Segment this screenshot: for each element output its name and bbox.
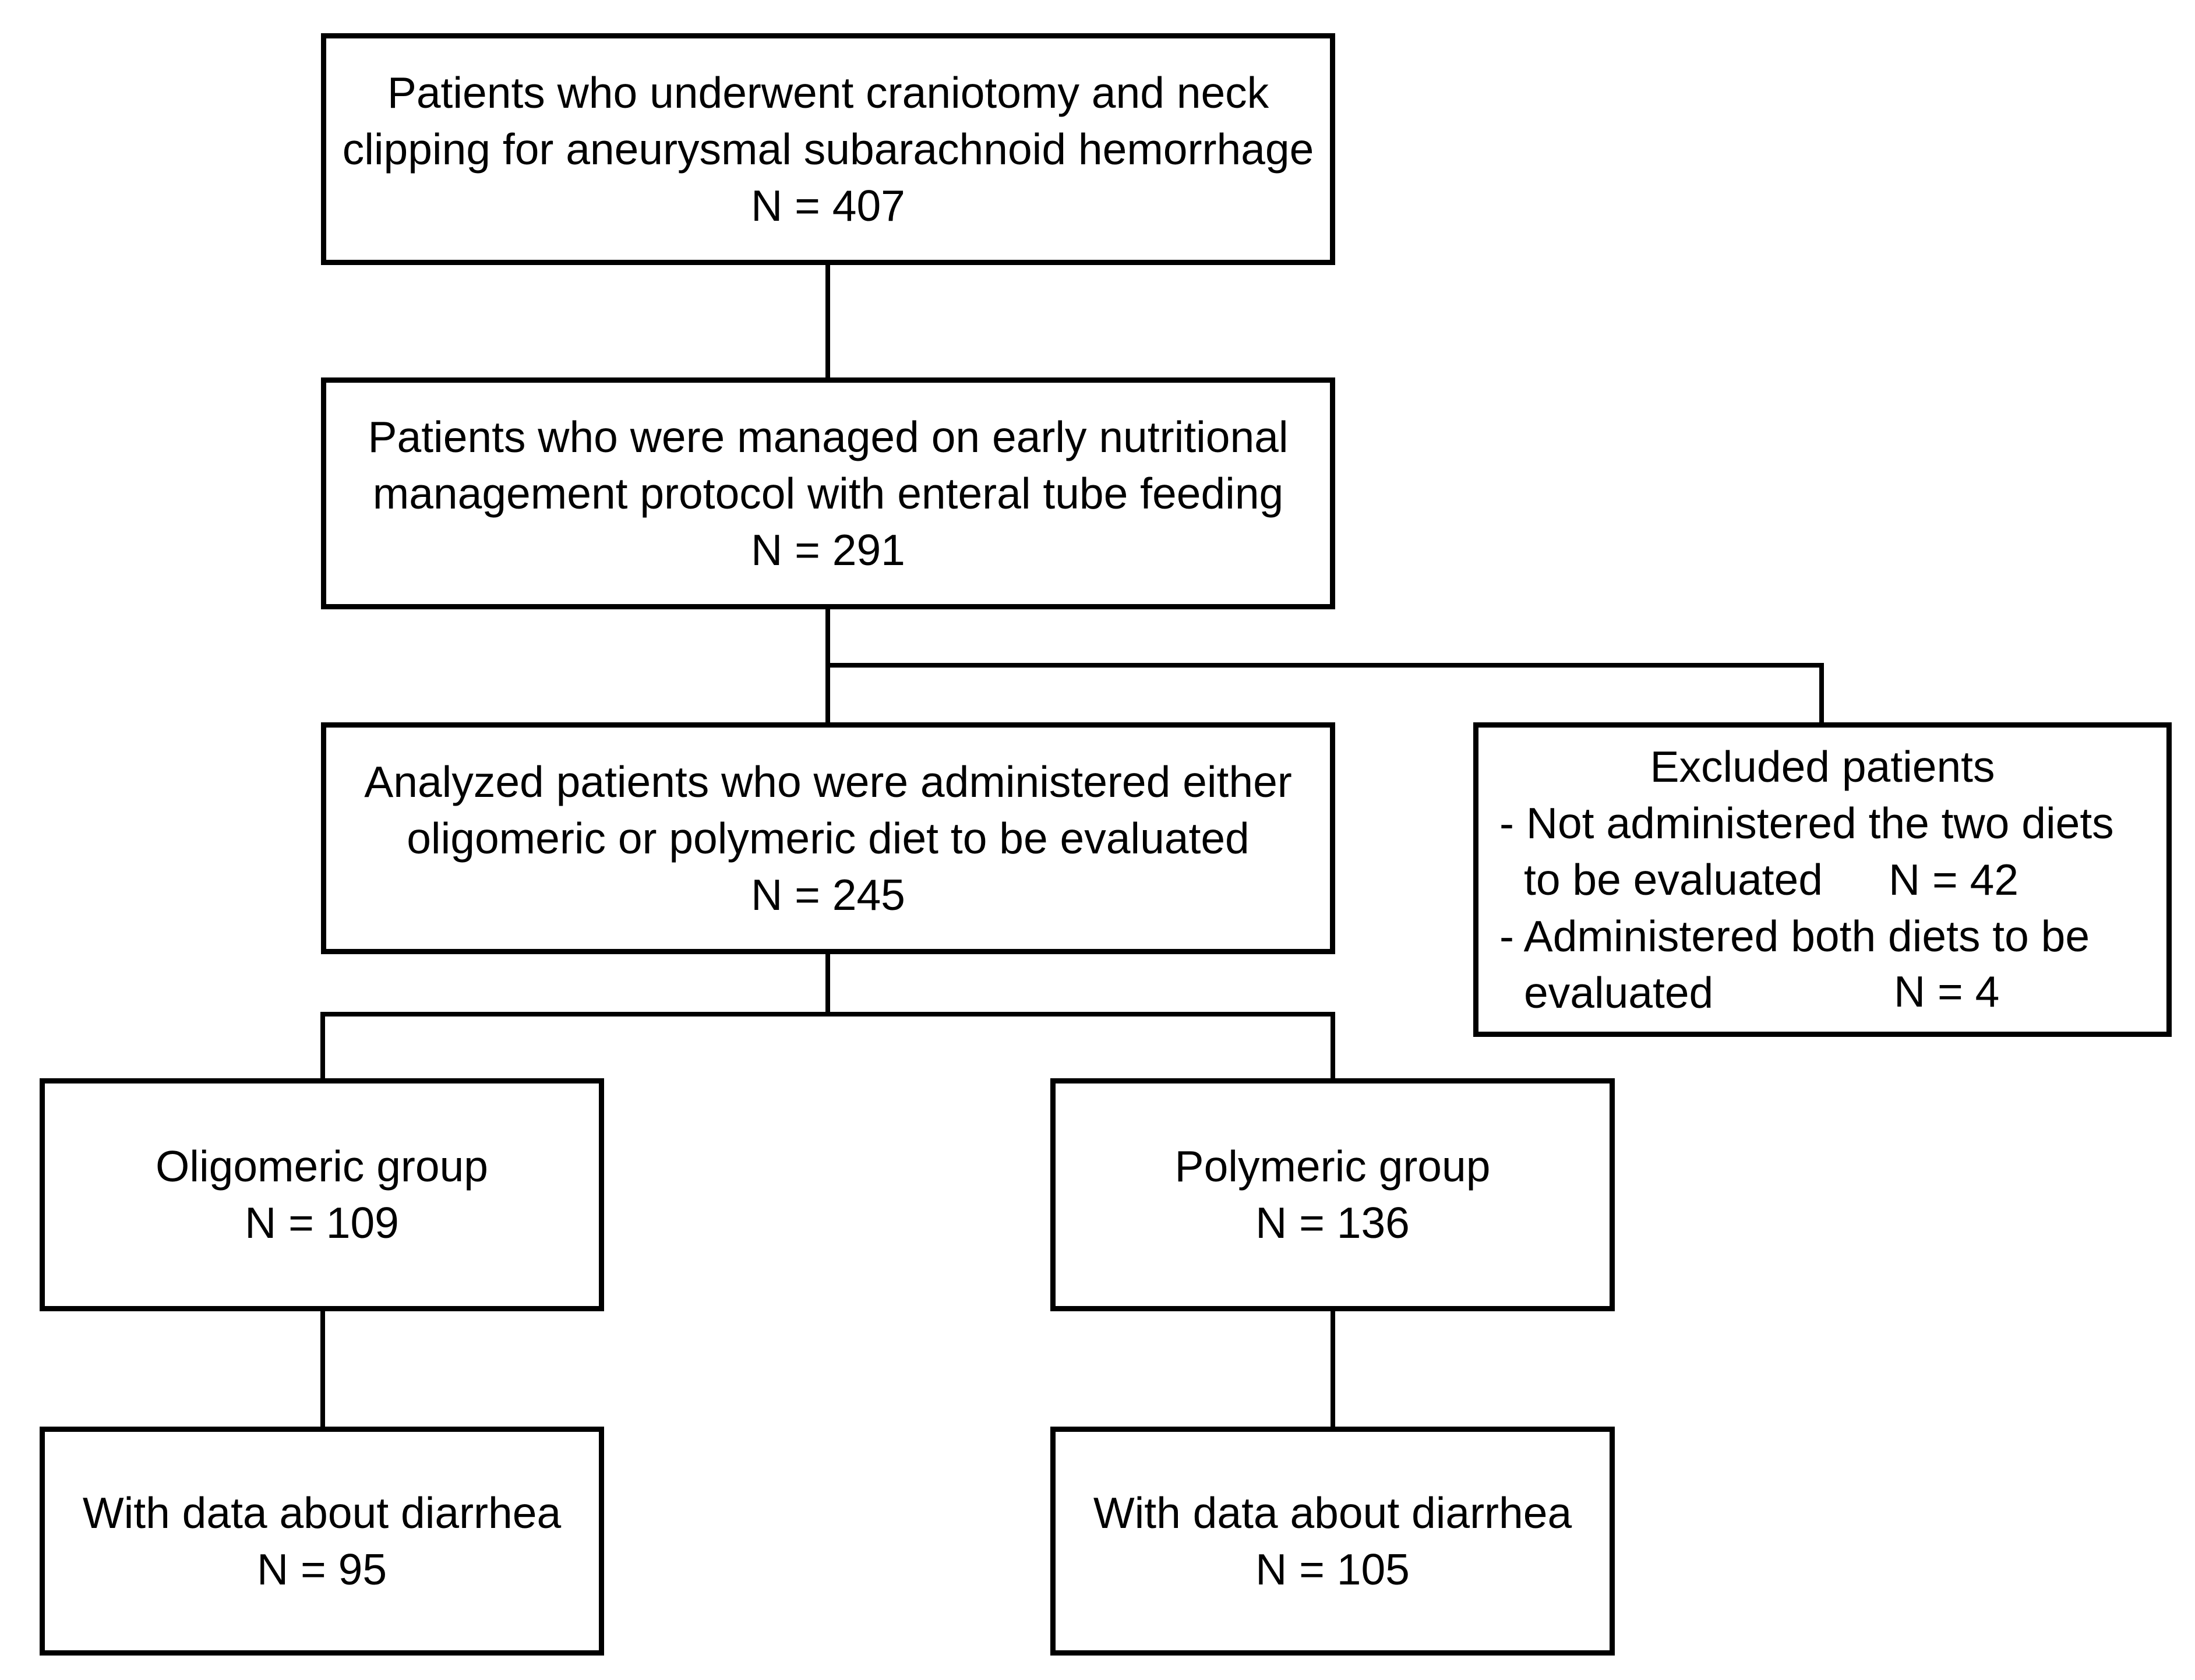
box-text: clipping for aneurysmal subarachnoid hem… xyxy=(342,124,1314,174)
box-oligomeric-group: Oligomeric group N = 109 xyxy=(40,1078,604,1311)
excluded-reason-1: - Not administered the two diets xyxy=(1499,798,2114,848)
box-analyzed-patients: Analyzed patients who were administered … xyxy=(321,722,1335,954)
group-count: N = 136 xyxy=(1255,1198,1410,1247)
excluded-reason-2: - Administered both diets to be xyxy=(1499,911,2090,961)
diarrhea-label: With data about diarrhea xyxy=(82,1488,562,1537)
group-label: Polymeric group xyxy=(1174,1142,1491,1191)
box-text: Patients who were managed on early nutri… xyxy=(368,412,1289,461)
diarrhea-count: N = 95 xyxy=(256,1544,387,1594)
excluded-title: Excluded patients xyxy=(1650,742,1995,791)
group-count: N = 109 xyxy=(245,1198,399,1247)
box-text: management protocol with enteral tube fe… xyxy=(372,468,1284,518)
box-count: N = 245 xyxy=(751,870,905,919)
box-polymeric-group: Polymeric group N = 136 xyxy=(1050,1078,1615,1311)
excluded-reason-2-cont: evaluated xyxy=(1524,968,1714,1017)
group-label: Oligomeric group xyxy=(155,1142,489,1191)
box-oligomeric-diarrhea-data: With data about diarrhea N = 95 xyxy=(40,1427,604,1656)
box-text: Analyzed patients who were administered … xyxy=(364,757,1292,806)
excluded-count-1: N = 42 xyxy=(1889,855,2019,904)
box-nutrition-protocol-patients: Patients who were managed on early nutri… xyxy=(321,377,1335,609)
excluded-count-2: N = 4 xyxy=(1894,967,2000,1016)
box-text: oligomeric or polymeric diet to be evalu… xyxy=(407,813,1250,863)
box-craniotomy-patients: Patients who underwent craniotomy and ne… xyxy=(321,33,1335,265)
box-excluded-patients: Excluded patients - Not administered the… xyxy=(1473,722,2172,1037)
diarrhea-label: With data about diarrhea xyxy=(1093,1488,1572,1537)
box-polymeric-diarrhea-data: With data about diarrhea N = 105 xyxy=(1050,1427,1615,1656)
diarrhea-count: N = 105 xyxy=(1255,1544,1410,1594)
excluded-reason-1-cont: to be evaluated xyxy=(1524,855,1823,904)
box-count: N = 291 xyxy=(751,525,905,574)
box-count: N = 407 xyxy=(751,181,905,230)
box-text: Patients who underwent craniotomy and ne… xyxy=(387,68,1269,117)
